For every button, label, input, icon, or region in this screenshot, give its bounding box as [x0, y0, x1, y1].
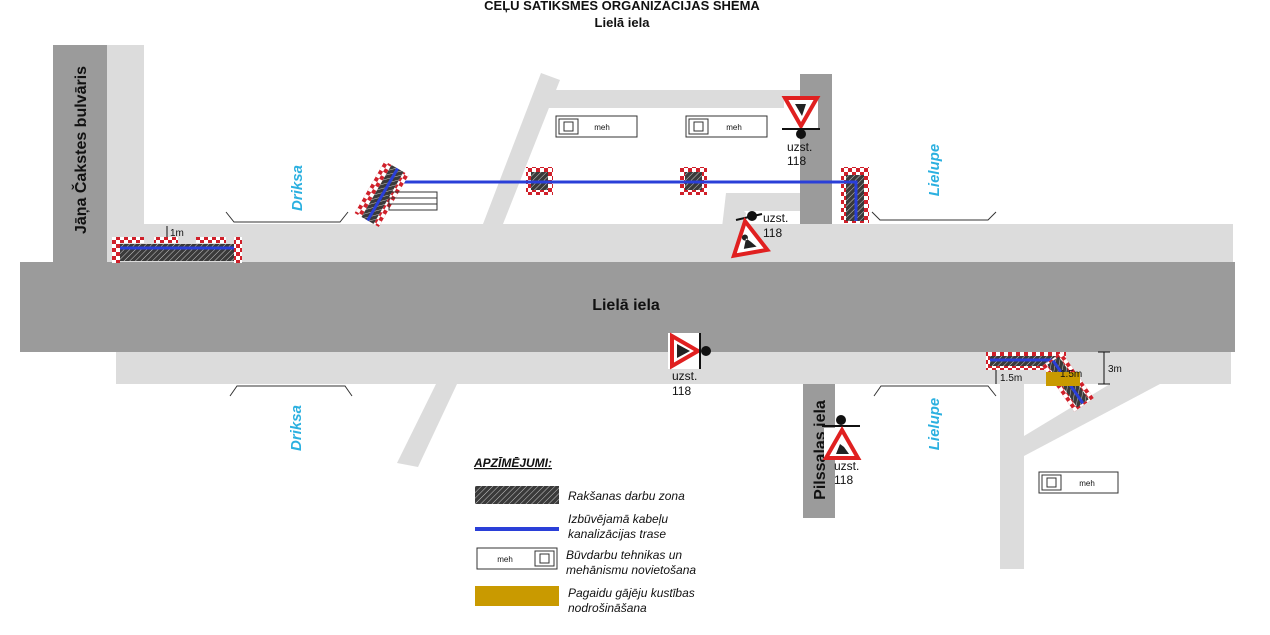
vehicle-3: meh: [1038, 471, 1119, 494]
street-label-jana-cakstes: Jāņa Čakstes bulvāris: [71, 66, 90, 234]
legend-pedestrian-swatch: [475, 586, 559, 606]
road-sign-3-text: uzst.: [672, 369, 697, 383]
road-sign-2-number: 118: [763, 226, 782, 240]
road-sign-1: [781, 96, 821, 139]
road-sign-3-number: 118: [672, 384, 691, 398]
vehicle-2: meh: [685, 115, 768, 138]
road-sign-4-text: uzst.: [834, 459, 859, 473]
road-sign-2: [730, 211, 771, 259]
legend-machinery-label-2: mehānismu novietošana: [566, 563, 696, 577]
road-sign-2-text: uzst.: [763, 211, 788, 225]
legend-machinery-label-1: Būvdarbu tehnikas un: [566, 548, 682, 562]
sidewalk-top-link: [545, 90, 800, 108]
vehicle-1: meh: [555, 115, 638, 138]
dimension-1-5m-b: 1.5m: [1060, 369, 1082, 380]
dig-pit-3: [840, 167, 869, 223]
sidewalk-diagonal-top: [483, 73, 560, 224]
diagram-subtitle: Lielā iela: [595, 15, 651, 30]
road-sign-1-number: 118: [787, 154, 806, 168]
road-liela-iela: [20, 262, 1235, 352]
curb-brackets: [225, 211, 997, 397]
roads: [20, 45, 1235, 518]
dimension-3m: 3m: [1108, 364, 1122, 375]
legend-heading: APZĪMĒJUMI:: [473, 456, 552, 470]
vehicle-2-tag: meh: [726, 123, 742, 132]
place-label-driksa-bottom: Driksa: [288, 405, 305, 451]
place-label-lielupe-top: Lielupe: [926, 144, 943, 197]
dimension-1m: 1m: [166, 226, 184, 239]
road-sign-4-triangle-icon: [822, 425, 862, 460]
dimension-right: [995, 351, 1110, 385]
road-sign-4-number: 118: [834, 473, 853, 487]
dig-zone-angled-left: [354, 161, 409, 227]
sidewalk-right-diagonal: [1024, 384, 1160, 456]
legend-machinery-tag: meh: [497, 555, 513, 564]
road-sign-2-worker-icon: [741, 234, 757, 249]
dig-pit-1: [526, 167, 553, 195]
legend-dig-zone-label: Rakšanas darbu zona: [568, 489, 685, 503]
road-sign-2-triangle-icon: [730, 217, 771, 259]
pedestrian-walkway: [1046, 372, 1080, 386]
legend-pedestrian-label-1: Pagaidu gājēju kustības: [568, 586, 695, 600]
sidewalk-mid-branch: [726, 193, 805, 211]
diagram-title: CEĻU SATIKSMES ORGANIZĀCIJAS SHĒMA: [484, 0, 760, 13]
dimension-1-5m-a: 1.5m: [1000, 373, 1022, 384]
road-sign-4-worker-icon: [836, 444, 849, 454]
legend-pedestrian-label-2: nodrošināšana: [568, 601, 647, 615]
dig-zone-right: [986, 352, 1094, 412]
legend-machinery-swatch: meh: [476, 547, 558, 570]
dig-pit-2: [680, 167, 707, 195]
place-label-driksa-top: Driksa: [289, 165, 306, 211]
vehicle-1-tag: meh: [594, 123, 610, 132]
road-sign-3-worker-icon: [677, 344, 690, 358]
dig-zone-left: [112, 237, 242, 263]
road-sign-3: [668, 332, 711, 370]
legend-dig-zone-swatch: [475, 486, 559, 504]
sidewalk-right-vertical: [1000, 384, 1024, 569]
legend-cable-label-1: Izbūvējamā kabeļu: [568, 512, 668, 526]
sidewalk-diagonal-bottom: [397, 384, 457, 467]
road-sign-1-text: uzst.: [787, 140, 812, 154]
road-sign-4: [822, 415, 862, 460]
dimension-1m-label: 1m: [170, 228, 184, 239]
legend-cable-label-2: kanalizācijas trase: [568, 527, 666, 541]
street-label-liela-iela: Lielā iela: [592, 297, 660, 314]
legend: APZĪMĒJUMI: Rakšanas darbu zona Izbūvēja…: [473, 456, 696, 615]
grid-plate: [388, 191, 438, 211]
road-jana-cakstes: [53, 45, 107, 262]
place-label-lielupe-bottom: Lielupe: [926, 398, 943, 451]
road-sign-1-worker-icon: [795, 104, 806, 116]
sidewalk-top: [107, 224, 1233, 262]
vehicle-3-tag: meh: [1079, 479, 1095, 488]
